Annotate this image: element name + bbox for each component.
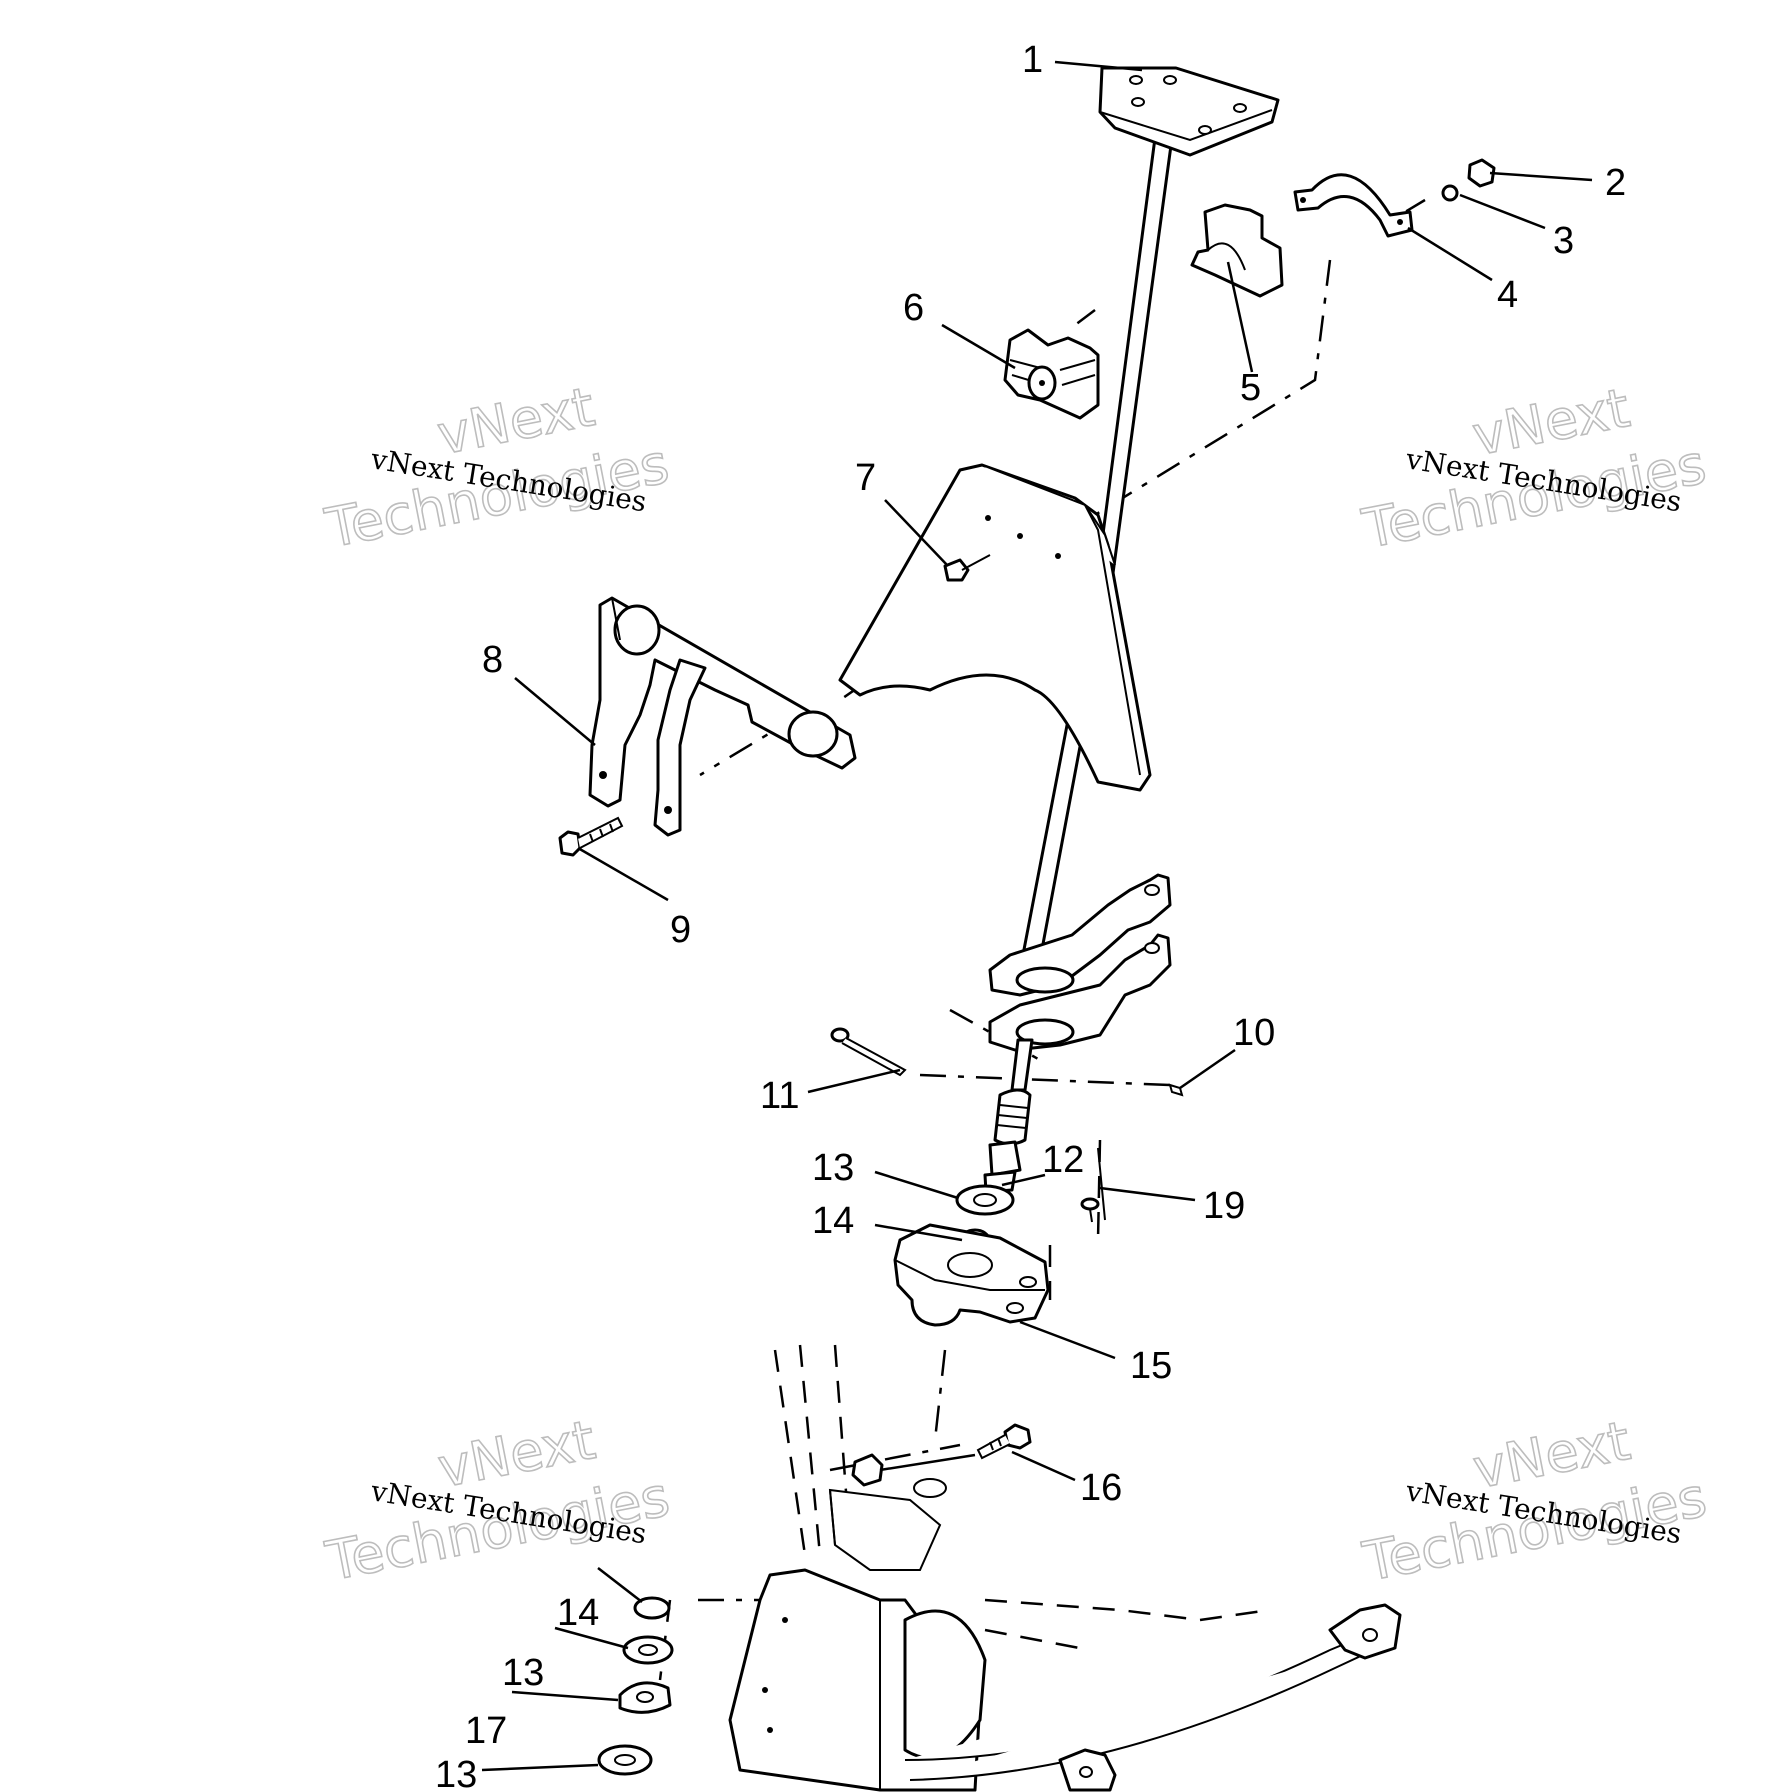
- screw-part-7: [943, 554, 991, 582]
- pin-part-10: [1168, 1083, 1184, 1097]
- bolt-part-9: [558, 816, 624, 857]
- callout-numbers: 1 2 3 4 5 6 7 8 9 10 11 12 13 14 19 15 1…: [435, 39, 1626, 1792]
- callout-11: 11: [760, 1075, 799, 1117]
- bushing-part-6: [1003, 328, 1100, 420]
- cotter-pin-part-11: [830, 1027, 907, 1077]
- lower-hardware: [597, 1596, 674, 1776]
- nut-part-2: [1467, 158, 1496, 188]
- callout-7: 7: [855, 457, 876, 499]
- callout-13-lower: 13: [435, 1754, 477, 1792]
- leader-lines: [481, 60, 1593, 1772]
- column-brackets: [988, 873, 1172, 1052]
- callout-9: 9: [670, 909, 691, 951]
- callout-17: 17: [465, 1710, 507, 1752]
- callout-1: 1: [1022, 39, 1043, 81]
- bushing-part-14-lower: [633, 1596, 671, 1620]
- bracket-part-8: [588, 596, 857, 837]
- u-joint-part-12: [983, 1038, 1034, 1194]
- callout-13-upper: 13: [812, 1147, 854, 1189]
- washer-part-13-upper: [955, 1184, 1015, 1216]
- bolt-part-16: [851, 1423, 1032, 1487]
- callout-19: 19: [1203, 1185, 1245, 1227]
- callout-14-lower: 14: [557, 1592, 599, 1634]
- callout-15: 15: [1130, 1345, 1172, 1387]
- callout-12: 12: [1042, 1139, 1084, 1181]
- callout-4: 4: [1497, 274, 1518, 316]
- callout-13-middle: 13: [502, 1652, 544, 1694]
- frame-assembly: [728, 1344, 1402, 1792]
- bushing-part-5: [1190, 203, 1284, 298]
- callout-5: 5: [1240, 367, 1261, 409]
- callout-16: 16: [1080, 1467, 1122, 1509]
- washer-part-3: [1441, 184, 1459, 202]
- callout-10: 10: [1233, 1012, 1275, 1054]
- callout-3: 3: [1553, 220, 1574, 262]
- callout-8: 8: [482, 639, 503, 681]
- dash-panel: [838, 463, 1152, 792]
- clamp-part-4: [1293, 173, 1414, 238]
- callout-14-upper: 14: [812, 1200, 854, 1242]
- rivet-part-19: [1080, 1147, 1106, 1223]
- callout-6: 6: [903, 287, 924, 329]
- callout-2: 2: [1605, 162, 1626, 204]
- steering-support-part-15: [893, 1223, 1050, 1327]
